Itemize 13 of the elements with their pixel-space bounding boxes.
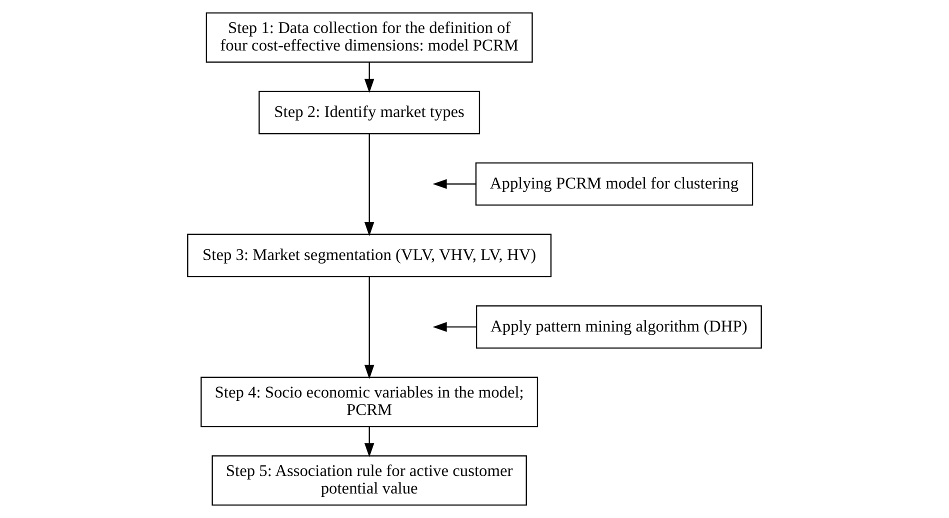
arrow [364,62,374,93]
node-box: Step 2: Identify market types [258,90,480,134]
arrow [432,179,476,189]
arrow [364,134,374,236]
node-box: Step 5: Association rule for active customer potential value [212,455,527,506]
node-box: Step 3: Market segmentation (VLV, VHV, LV, HV) [187,234,552,278]
node-box: Step 4: Socio economic variables in the model; PCRM [200,376,538,428]
node-box: Apply pattern mining algorithm (DHP) [476,305,762,349]
arrow [364,276,374,379]
arrow [364,426,374,458]
arrow [432,322,476,332]
node-box: Applying PCRM model for clustering [475,162,754,206]
node-box: Step 1: Data collection for the definition of four cost-effective dimensions: model PCRM [206,12,533,63]
